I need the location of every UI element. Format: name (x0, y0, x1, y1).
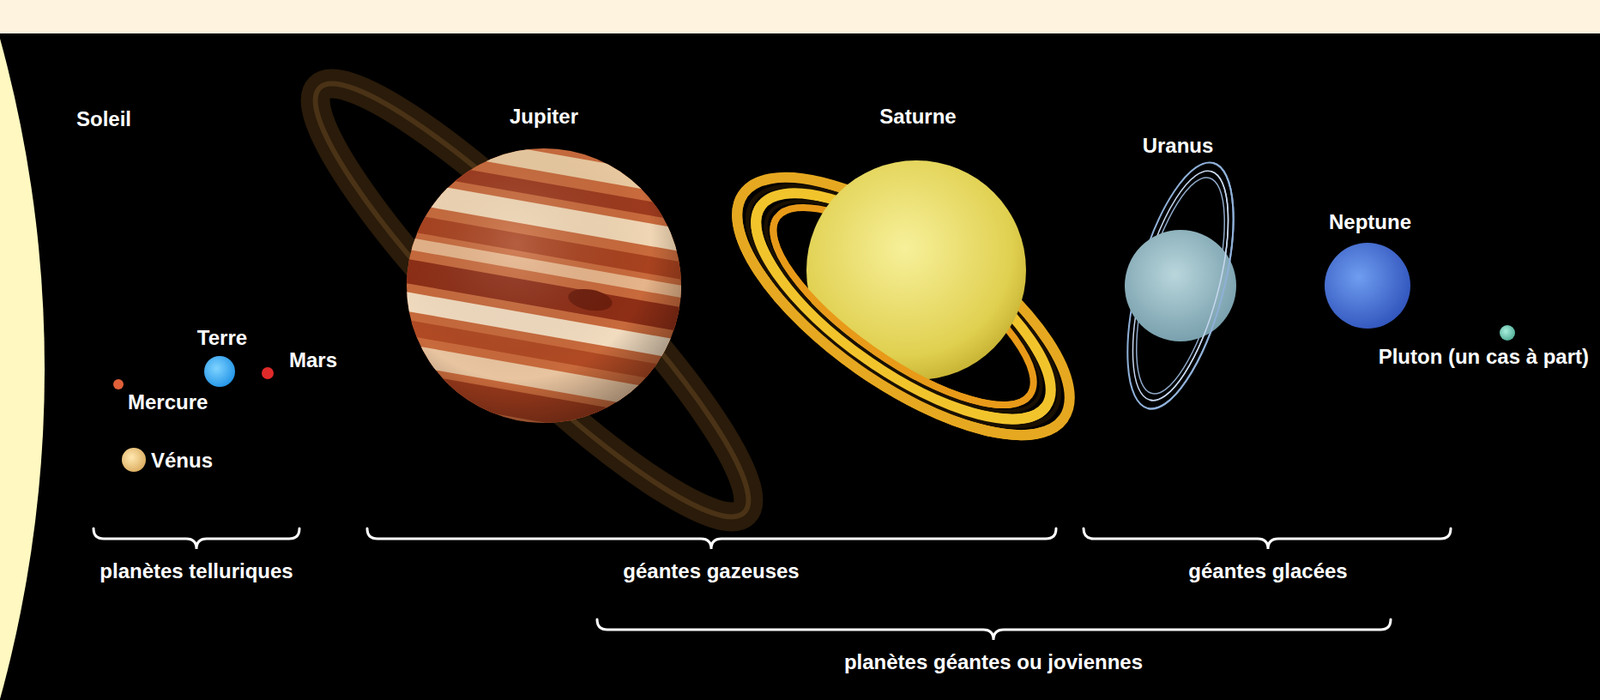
sun-label: Soleil (73, 107, 134, 132)
planet-label: Saturne (876, 104, 959, 129)
group-label: planètes géantes ou joviennes (841, 650, 1146, 675)
group-label: géantes glacées (1185, 559, 1350, 584)
planet-label: Mercure (125, 390, 211, 415)
planet-label: Mars (286, 348, 340, 373)
group-label: géantes gazeuses (620, 559, 802, 584)
planet-label: Terre (194, 326, 250, 351)
group-label: planètes telluriques (96, 559, 296, 584)
planet-label: Uranus (1140, 133, 1217, 158)
planet-label: Jupiter (507, 104, 581, 129)
planet-label: Vénus (148, 448, 216, 473)
planet-label: Neptune (1326, 210, 1414, 235)
dwarf-planet-label: Pluton (un cas à part) (1376, 344, 1592, 369)
